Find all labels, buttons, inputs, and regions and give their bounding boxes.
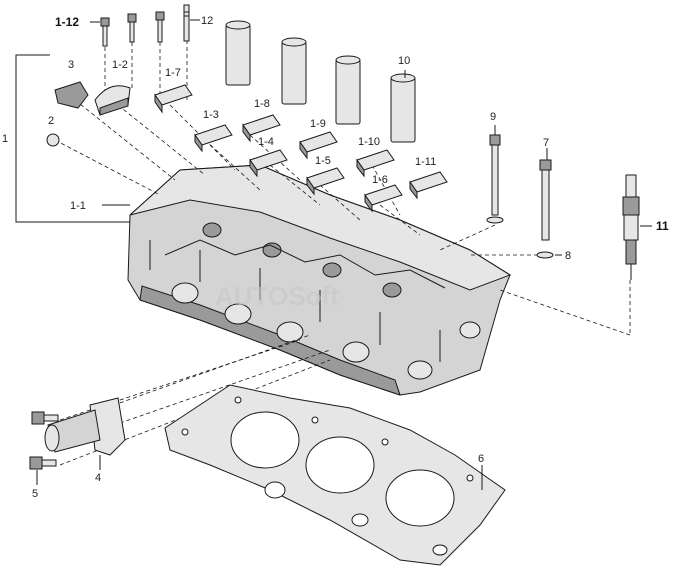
head-gasket-icon bbox=[164, 384, 506, 566]
callout-9: 9 bbox=[490, 111, 496, 123]
callout-5: 5 bbox=[32, 488, 38, 500]
cap-1-3-icon bbox=[194, 124, 233, 153]
callout-7: 7 bbox=[543, 137, 549, 149]
bolt-icon bbox=[29, 456, 57, 470]
callout-1-3: 1-3 bbox=[203, 109, 219, 121]
callout-1-12: 1-12 bbox=[55, 15, 79, 29]
tappet-icon bbox=[281, 37, 307, 105]
cap-1-11-icon bbox=[409, 171, 448, 200]
callout-1-9: 1-9 bbox=[310, 118, 326, 130]
callout-1-1: 1-1 bbox=[70, 200, 86, 212]
callout-1-2: 1-2 bbox=[112, 59, 128, 71]
head-bolt-7-icon bbox=[539, 159, 552, 241]
callout-1: 1 bbox=[2, 133, 8, 145]
water-outlet-icon bbox=[44, 397, 126, 456]
bolt-icon bbox=[100, 17, 110, 47]
cap-1-8-icon bbox=[242, 114, 281, 143]
callout-3: 3 bbox=[68, 59, 74, 71]
callout-1-4: 1-4 bbox=[258, 136, 274, 148]
callout-1-7: 1-7 bbox=[165, 67, 181, 79]
spark-plug-icon bbox=[622, 174, 640, 280]
cap-1-9-icon bbox=[299, 131, 338, 160]
camshaft-bearing-caps bbox=[54, 81, 448, 213]
cap-1-7-icon bbox=[154, 84, 193, 114]
callout-12: 12 bbox=[201, 15, 213, 27]
callout-11: 11 bbox=[656, 219, 669, 233]
tappet-icon bbox=[390, 73, 416, 143]
callout-10: 10 bbox=[398, 55, 410, 67]
cap-1-5-icon bbox=[306, 167, 345, 196]
cap-3-icon bbox=[54, 81, 89, 109]
bolts-1-12 bbox=[100, 4, 190, 47]
callout-4: 4 bbox=[95, 472, 101, 484]
bolt-icon bbox=[31, 411, 59, 425]
callout-2: 2 bbox=[48, 115, 54, 127]
watermark: AUTOSoft bbox=[215, 281, 339, 311]
head-bolt-9-icon bbox=[486, 134, 504, 224]
callout-1-8: 1-8 bbox=[254, 98, 270, 110]
cap-1-2-icon bbox=[94, 85, 131, 116]
stud-icon bbox=[183, 4, 190, 42]
callout-6: 6 bbox=[478, 453, 484, 465]
bracket-1 bbox=[15, 54, 130, 223]
callout-1-10: 1-10 bbox=[358, 136, 380, 148]
cap-1-10-icon bbox=[356, 149, 395, 178]
hydraulic-tappets bbox=[225, 20, 416, 143]
washer-icon bbox=[536, 251, 554, 259]
tappet-icon bbox=[225, 20, 251, 86]
bolt-icon bbox=[155, 11, 165, 43]
leader-lines bbox=[54, 35, 631, 466]
callout-8: 8 bbox=[565, 250, 571, 262]
callout-1-6: 1-6 bbox=[372, 174, 388, 186]
tappet-icon bbox=[335, 55, 361, 125]
bolt-icon bbox=[127, 13, 137, 43]
callout-1-5: 1-5 bbox=[315, 155, 331, 167]
cap-1-4-icon bbox=[249, 149, 288, 178]
plug-icon bbox=[46, 133, 60, 147]
cylinder-head bbox=[127, 164, 512, 396]
callout-1-11: 1-11 bbox=[415, 156, 436, 168]
callout-leaders bbox=[36, 19, 652, 490]
cap-1-6-icon bbox=[364, 184, 403, 213]
